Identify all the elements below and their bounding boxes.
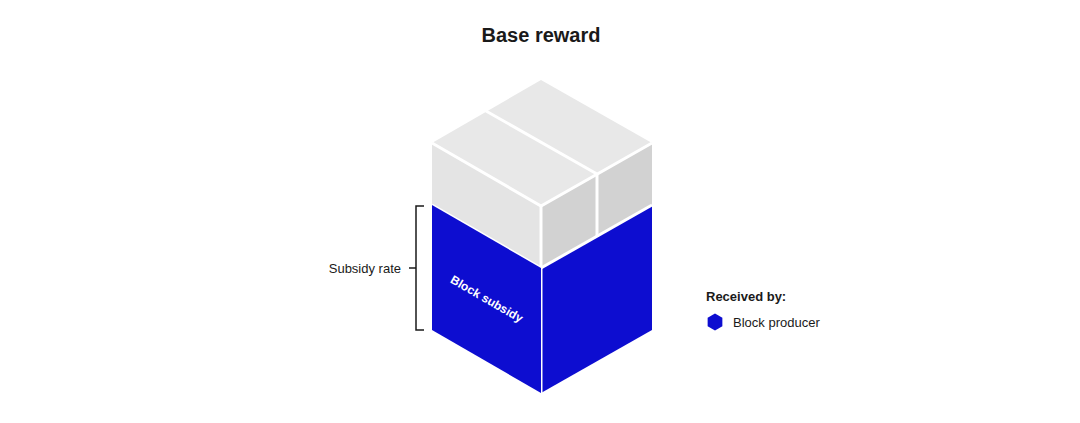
subsidy-face: Block subsidy: [432, 205, 541, 393]
cube-divisions: [432, 111, 652, 393]
legend-item: Block producer: [706, 313, 820, 331]
bracket: [409, 206, 424, 330]
legend-hexagon: [708, 314, 723, 331]
legend-text: Block producer: [733, 315, 820, 330]
legend-heading: Received by:: [706, 289, 786, 304]
face-polygon: [432, 205, 541, 393]
legend-swatch: [706, 313, 724, 331]
diagram-title: Base reward: [482, 24, 601, 47]
bracket-label: Subsidy rate: [329, 261, 401, 276]
